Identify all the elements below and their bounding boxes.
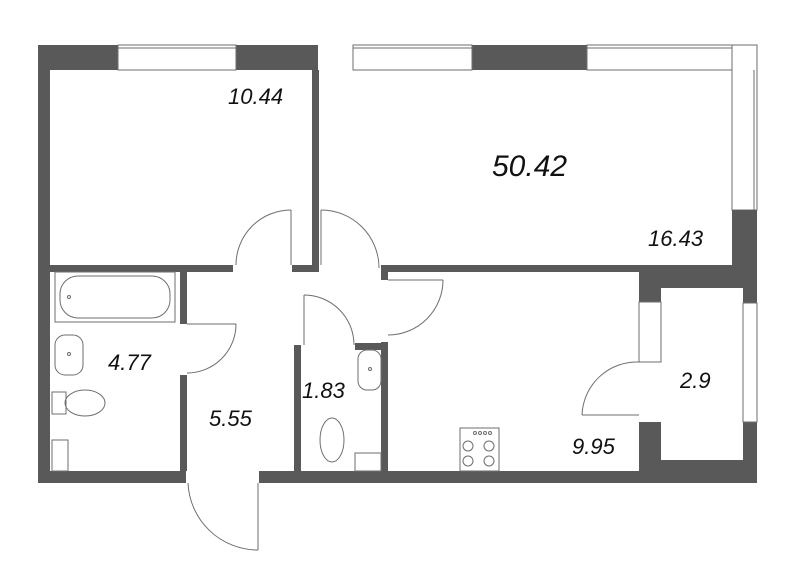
door-bathroom [186,323,237,374]
door-balcony [581,361,640,416]
door-living [320,209,380,269]
door-kitchen [387,279,444,336]
window [638,301,662,363]
toilet-icon [319,417,345,463]
window [742,302,758,423]
door-entrance [187,482,259,551]
window [586,44,733,71]
wall [38,45,50,483]
sink-icon [54,334,84,376]
room-area-hallway: 5.55 [209,406,252,431]
wall [381,265,388,280]
toilet-icon [64,389,106,417]
window [731,44,758,211]
wall [236,45,318,70]
door-bedroom [235,209,292,266]
wall [472,45,587,70]
bathtub-icon [54,271,176,323]
wall [355,343,385,350]
wall [381,342,388,471]
window [352,44,473,71]
wall [50,265,233,272]
wall [292,265,319,272]
wall [381,265,641,272]
wall [259,471,639,483]
room-area-bedroom: 10.44 [228,84,284,109]
wall [639,288,661,302]
wall [743,422,757,483]
wall [180,272,187,324]
wall [312,70,319,265]
wall [180,375,187,471]
room-area-toilet: 1.83 [302,378,345,403]
wall [743,288,757,303]
door-toilet [303,294,355,346]
wall [661,460,743,483]
room-area-living-room: 16.43 [648,226,704,251]
window [117,44,237,71]
sink-icon [357,349,382,391]
wall [38,471,186,483]
total-area: 50.42 [492,150,568,183]
room-area-balcony: 2.9 [680,368,711,393]
room-area-kitchen: 9.95 [572,434,615,459]
stove-icon [459,427,500,472]
wall [294,345,301,471]
wall [639,422,661,483]
cabinet [51,439,69,472]
wall [639,265,757,288]
room-area-bathroom: 4.77 [108,350,151,375]
wall [38,45,118,70]
